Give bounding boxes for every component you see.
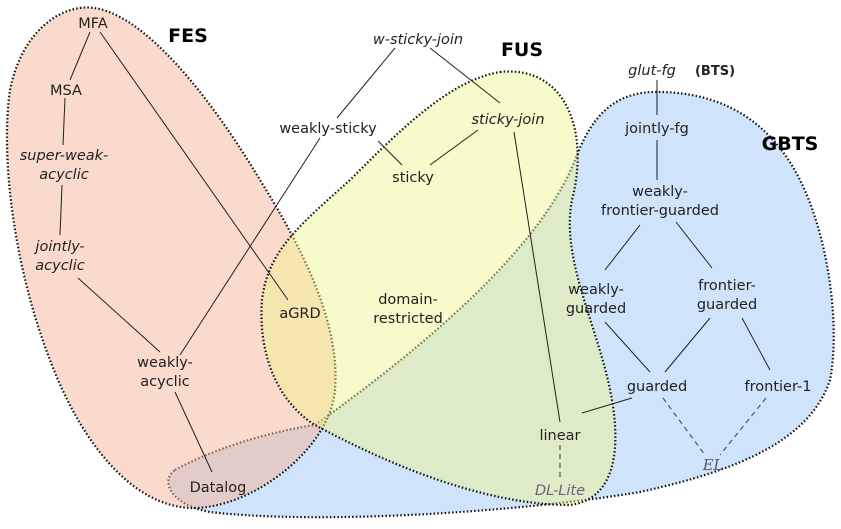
node-guarded: guarded [627,379,687,395]
node-linear: linear [539,428,580,444]
edges [59,31,771,478]
node-datalog: Datalog [190,480,247,496]
node-mfa: MFA [78,16,108,32]
gbts-region [167,90,835,519]
node-frontier-guarded-2: guarded [697,297,757,313]
node-weakly-acyclic-1: weakly- [137,355,193,371]
node-domain-restricted-1: domain- [378,292,438,308]
node-bts: (BTS) [695,64,735,79]
set-label-gbts: GBTS [762,133,819,155]
node-weakly-guarded-1: weakly- [568,282,624,298]
node-msa: MSA [50,83,82,99]
node-glut-fg: glut-fg [628,63,676,79]
node-weakly-guarded-2: guarded [566,301,626,317]
node-frontier-guarded-1: frontier- [698,278,756,294]
node-weakly-frontier-guarded-2: frontier-guarded [601,203,719,219]
node-w-sticky-join: w-sticky-join [373,32,463,48]
node-super-weak-acyclic-1: super-weak- [20,148,109,164]
node-super-weak-acyclic-2: acyclic [39,167,88,183]
set-label-fes: FES [168,25,208,47]
node-jointly-acyclic-2: acyclic [35,258,84,274]
node-el: EL [702,458,723,474]
node-jointly-acyclic-1: jointly- [33,239,84,255]
fus-region [260,70,617,507]
node-agrd: aGRD [279,306,320,322]
node-frontier-1: frontier-1 [745,379,812,395]
node-sticky-join: sticky-join [471,112,544,128]
fes-region [5,6,337,510]
node-jointly-fg: jointly-fg [624,121,689,137]
node-weakly-acyclic-2: acyclic [140,374,189,390]
node-dl-lite: DL-Lite [535,483,585,499]
node-sticky: sticky [392,170,434,186]
node-weakly-sticky: weakly-sticky [279,121,377,137]
set-label-fus: FUS [501,39,543,61]
node-domain-restricted-2: restricted [373,311,443,327]
node-weakly-frontier-guarded-1: weakly- [632,184,688,200]
